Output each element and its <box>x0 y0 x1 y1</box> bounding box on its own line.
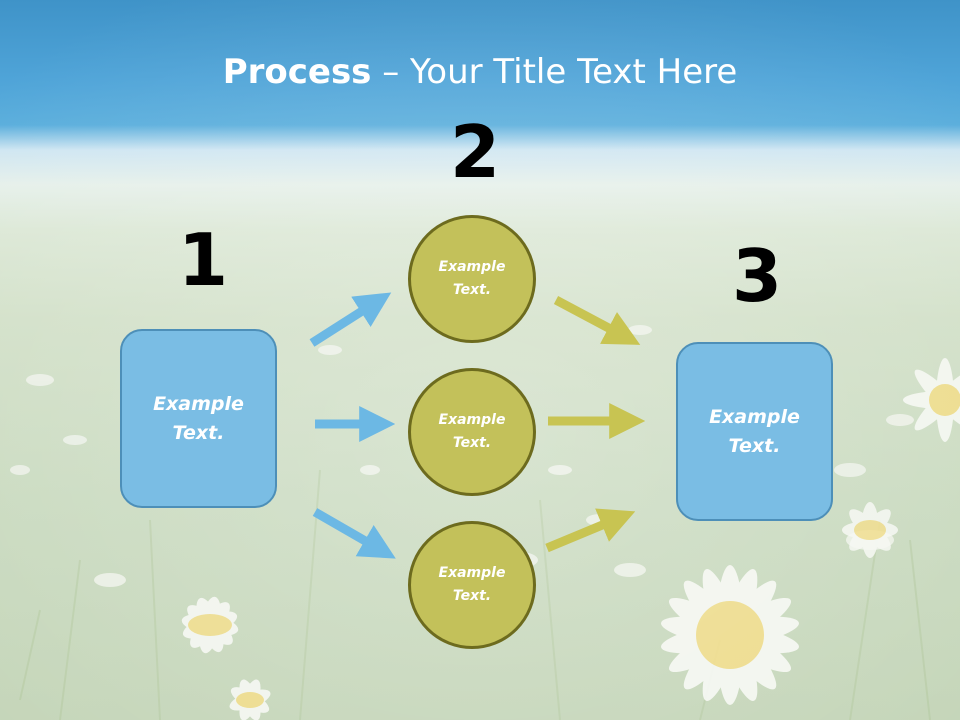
right-box-line1: Example <box>709 405 800 428</box>
step-number-1: 1 <box>178 218 229 302</box>
arrow-top-to-right <box>553 296 641 345</box>
circle-bottom-line2: Text. <box>452 588 492 604</box>
step-number-2: 2 <box>450 110 501 194</box>
right-box-line2: Text. <box>728 434 781 457</box>
circle-middle-line1: Example <box>438 412 506 428</box>
arrow-left-to-top <box>309 292 392 347</box>
slide-title: Process – Your Title Text Here <box>0 52 960 92</box>
circle-bottom-line1: Example <box>438 565 506 581</box>
title-rest: – Your Title Text Here <box>371 52 738 92</box>
arrow-bottom-to-right <box>545 508 636 553</box>
circle-top-line2: Text. <box>452 282 492 298</box>
arrow-left-to-bottom <box>312 508 396 559</box>
step-number-3: 3 <box>732 234 783 318</box>
title-bold: Process <box>222 52 372 92</box>
left-box-line1: Example <box>153 392 244 415</box>
left-box-line2: Text. <box>172 421 225 444</box>
circle-middle-line2: Text. <box>452 435 492 451</box>
circle-top-line1: Example <box>438 259 506 275</box>
